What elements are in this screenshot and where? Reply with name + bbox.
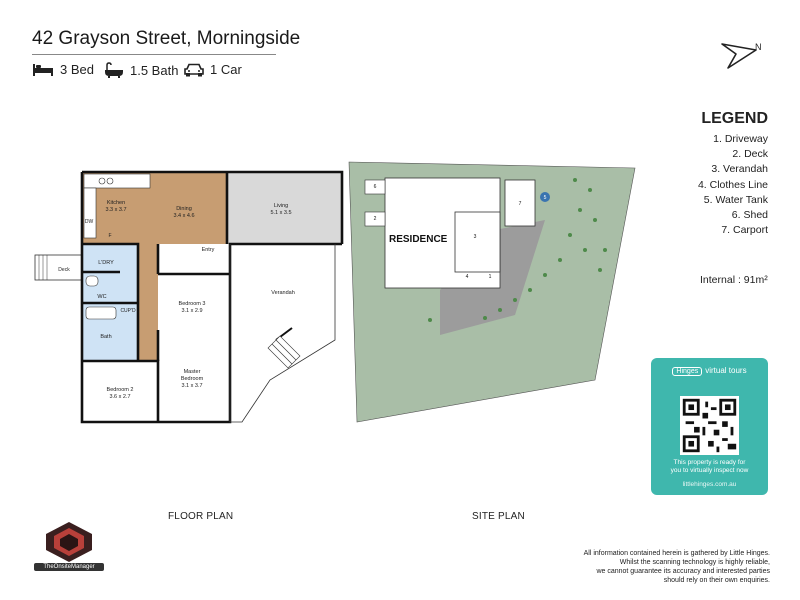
residence-label: RESIDENCE [389, 234, 448, 245]
dining-size: 3.4 x 4.6 [173, 213, 194, 219]
marker-3: 3 [474, 234, 477, 240]
master-name-2: Bedroom [181, 376, 204, 382]
car-label: 1 Car [210, 62, 242, 77]
marker-7: 7 [519, 201, 522, 207]
disclaimer-line: Whilst the scanning technology is highly… [619, 559, 770, 566]
wc-label: WC [97, 294, 106, 300]
legend-item: 7. Carport [721, 224, 768, 237]
legend-item: 1. Driveway [713, 133, 768, 145]
legend-item: 6. Shed [731, 209, 768, 222]
legend-item: 2. Deck [732, 148, 768, 161]
virtual-tour-title: virtual tours [705, 366, 747, 375]
disclaimer: All information contained herein is gath… [520, 549, 770, 585]
north-arrow-icon: N [718, 38, 768, 77]
virtual-tour-line2: you to virtually inspect now [670, 467, 749, 474]
legend-title: LEGEND [701, 110, 768, 127]
car-count: 1 Car [184, 62, 242, 77]
bed-label: 3 Bed [60, 62, 94, 77]
logo-label: TheOnsiteManager [34, 563, 104, 571]
dining-name: Dining [176, 206, 192, 212]
disclaimer-line: should rely on their own enquiries. [663, 577, 770, 584]
verandah-label: Verandah [271, 290, 295, 296]
car-icon [184, 63, 204, 77]
title-divider [32, 54, 276, 55]
virtual-tour-url[interactable]: littlehinges.com.au [682, 481, 737, 488]
onsite-manager-logo-icon [42, 520, 96, 569]
bedroom3-size: 3.1 x 2.9 [181, 308, 202, 314]
site-plan-caption: SITE PLAN [472, 511, 525, 522]
living-size: 5.1 x 3.5 [270, 210, 291, 216]
hallway-floor [138, 244, 158, 361]
hinges-badge: Hinges [672, 367, 703, 376]
bath-label: Bath [100, 334, 111, 340]
bedroom2-name: Bedroom 2 [107, 387, 134, 393]
kitchen-size: 3.3 x 3.7 [105, 207, 126, 213]
cupd-label: CUP'D [120, 308, 136, 314]
legend-list: 1. Driveway 2. Deck 3. Verandah 4. Cloth… [698, 132, 768, 238]
site-plan: RESIDENCE 1 2 3 4 5 6 7 [348, 161, 636, 423]
living-floor [227, 172, 342, 244]
master-size: 3.1 x 3.7 [181, 383, 202, 389]
deck-label: Deck [58, 267, 70, 273]
dw-label: DW [85, 219, 94, 225]
legend-item: 3. Verandah [711, 163, 768, 176]
virtual-tour-text: This property is ready for you to virtua… [655, 459, 764, 475]
bath-label: 1.5 Bath [130, 62, 179, 78]
marker-6: 6 [374, 184, 377, 190]
marker-4: 4 [466, 274, 469, 280]
bath-count: 1.5 Bath [104, 62, 178, 78]
marker-2: 2 [374, 216, 377, 222]
bed-icon [32, 63, 54, 77]
floor-plan-caption: FLOOR PLAN [168, 511, 234, 522]
disclaimer-line: we cannot guarantee its accuracy and int… [596, 568, 770, 575]
water-tank-icon [540, 192, 550, 202]
internal-area: Internal : 91m² [700, 274, 768, 286]
floor-plan: Deck DW F Kitchen 3.3 x 3.7 Dining 3.4 x… [34, 170, 344, 424]
fridge-label: F [108, 233, 111, 239]
marker-5: 5 [544, 195, 547, 201]
laundry-label: L'DRY [98, 260, 114, 266]
bedroom2-size: 3.6 x 2.7 [109, 394, 130, 400]
kitchen-name: Kitchen [107, 200, 125, 206]
bathtub-icon [104, 62, 124, 78]
bedroom3-name: Bedroom 3 [179, 301, 206, 307]
page-title: 42 Grayson Street, Morningside [32, 28, 301, 49]
bed-count: 3 Bed [32, 62, 94, 77]
legend-item: 5. Water Tank [703, 193, 768, 206]
master-name: Master [184, 369, 201, 375]
virtual-tour-line1: This property is ready for [673, 459, 746, 466]
legend-item: 4. Clothes Line [697, 178, 768, 191]
living-name: Living [274, 203, 288, 209]
north-label: N [755, 42, 762, 52]
marker-1: 1 [489, 274, 492, 280]
qr-code-icon[interactable] [680, 396, 739, 455]
entry-label: Entry [202, 247, 215, 253]
disclaimer-line: All information contained herein is gath… [583, 550, 770, 557]
carport-area [504, 179, 536, 227]
